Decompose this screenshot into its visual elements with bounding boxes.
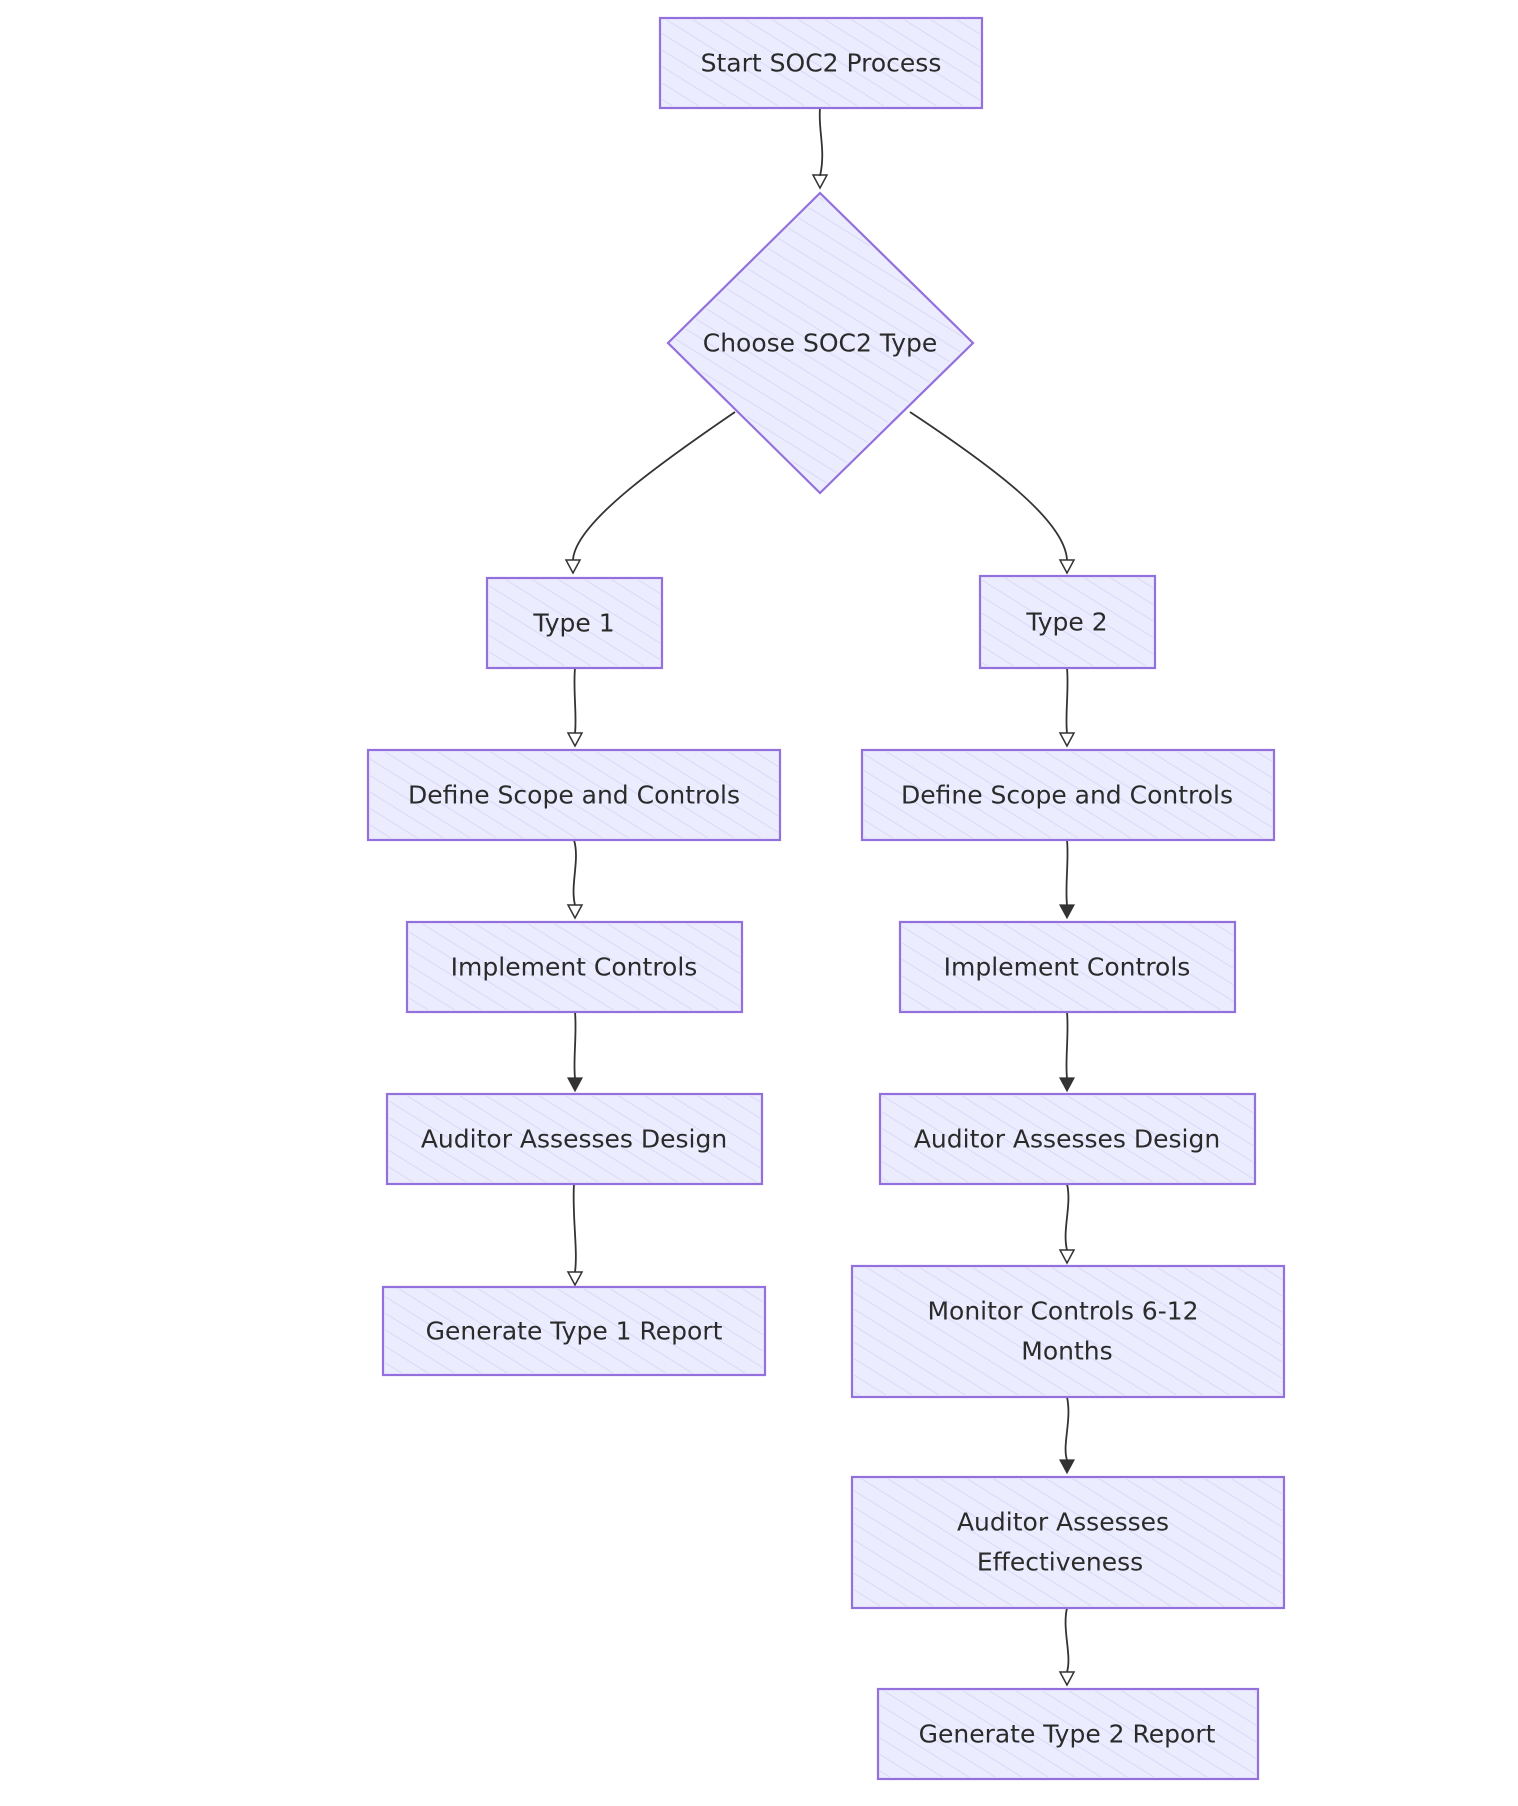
- node-t2-monitor-label-line1: Monitor Controls 6-12: [927, 1297, 1198, 1326]
- node-t2-implement-label: Implement Controls: [944, 953, 1191, 982]
- node-t2-effectiveness-label-line1: Auditor Assesses: [957, 1508, 1169, 1537]
- node-t2-implement: Implement Controls: [898, 920, 1237, 1014]
- edge-choose-to-type2: [909, 411, 1076, 575]
- node-t2-effectiveness-label-line2: Effectiveness: [977, 1548, 1143, 1577]
- node-choose-diamond: Choose SOC2 Type: [666, 191, 975, 495]
- node-type1-label: Type 1: [532, 609, 614, 638]
- edge-type1-to-define: [566, 667, 584, 748]
- node-t1-report: Generate Type 1 Report: [381, 1285, 767, 1377]
- node-t1-define: Define Scope and Controls: [366, 748, 782, 842]
- node-t1-define-label: Define Scope and Controls: [408, 781, 740, 810]
- nodes: Start SOC2 Process Choose SOC2 Type Type…: [366, 16, 1286, 1781]
- node-t1-assess-label: Auditor Assesses Design: [421, 1125, 727, 1154]
- edge-t2-implement-to-assess: [1058, 1011, 1076, 1093]
- edge-t2-effect-to-report: [1058, 1607, 1076, 1687]
- node-start: Start SOC2 Process: [658, 16, 984, 110]
- edge-t1-assess-to-report: [566, 1183, 584, 1287]
- edge-t1-define-to-implement: [566, 839, 584, 920]
- node-t2-report-label: Generate Type 2 Report: [919, 1720, 1216, 1749]
- node-choose-label: Choose SOC2 Type: [703, 329, 938, 358]
- edge-type2-to-define: [1058, 667, 1076, 748]
- node-t2-assess: Auditor Assesses Design: [878, 1092, 1257, 1186]
- node-t2-define: Define Scope and Controls: [860, 748, 1276, 842]
- node-t2-report: Generate Type 2 Report: [876, 1687, 1260, 1781]
- edge-t2-monitor-to-effect: [1058, 1396, 1076, 1475]
- edge-t1-implement-to-assess: [566, 1011, 584, 1093]
- node-t1-report-label: Generate Type 1 Report: [426, 1317, 723, 1346]
- node-t2-effectiveness: Auditor Assesses Effectiveness: [850, 1475, 1286, 1610]
- node-type2: Type 2: [978, 574, 1157, 670]
- edge-choose-to-type1: [564, 411, 736, 575]
- node-t1-implement: Implement Controls: [405, 920, 744, 1014]
- node-type1: Type 1: [485, 576, 664, 670]
- edge-t2-assess-to-monitor: [1058, 1183, 1076, 1265]
- edge-start-to-choose: [811, 107, 829, 190]
- node-t2-define-label: Define Scope and Controls: [901, 781, 1233, 810]
- edges: [564, 107, 1076, 1687]
- edge-t2-define-to-implement: [1058, 839, 1076, 920]
- node-t1-implement-label: Implement Controls: [451, 953, 698, 982]
- node-t2-monitor-label-line2: Months: [1021, 1337, 1112, 1366]
- node-type2-label: Type 2: [1025, 608, 1107, 637]
- node-t1-assess: Auditor Assesses Design: [385, 1092, 764, 1186]
- node-start-label: Start SOC2 Process: [701, 49, 942, 78]
- node-t2-monitor: Monitor Controls 6-12 Months: [850, 1264, 1286, 1399]
- node-t2-assess-label: Auditor Assesses Design: [914, 1125, 1220, 1154]
